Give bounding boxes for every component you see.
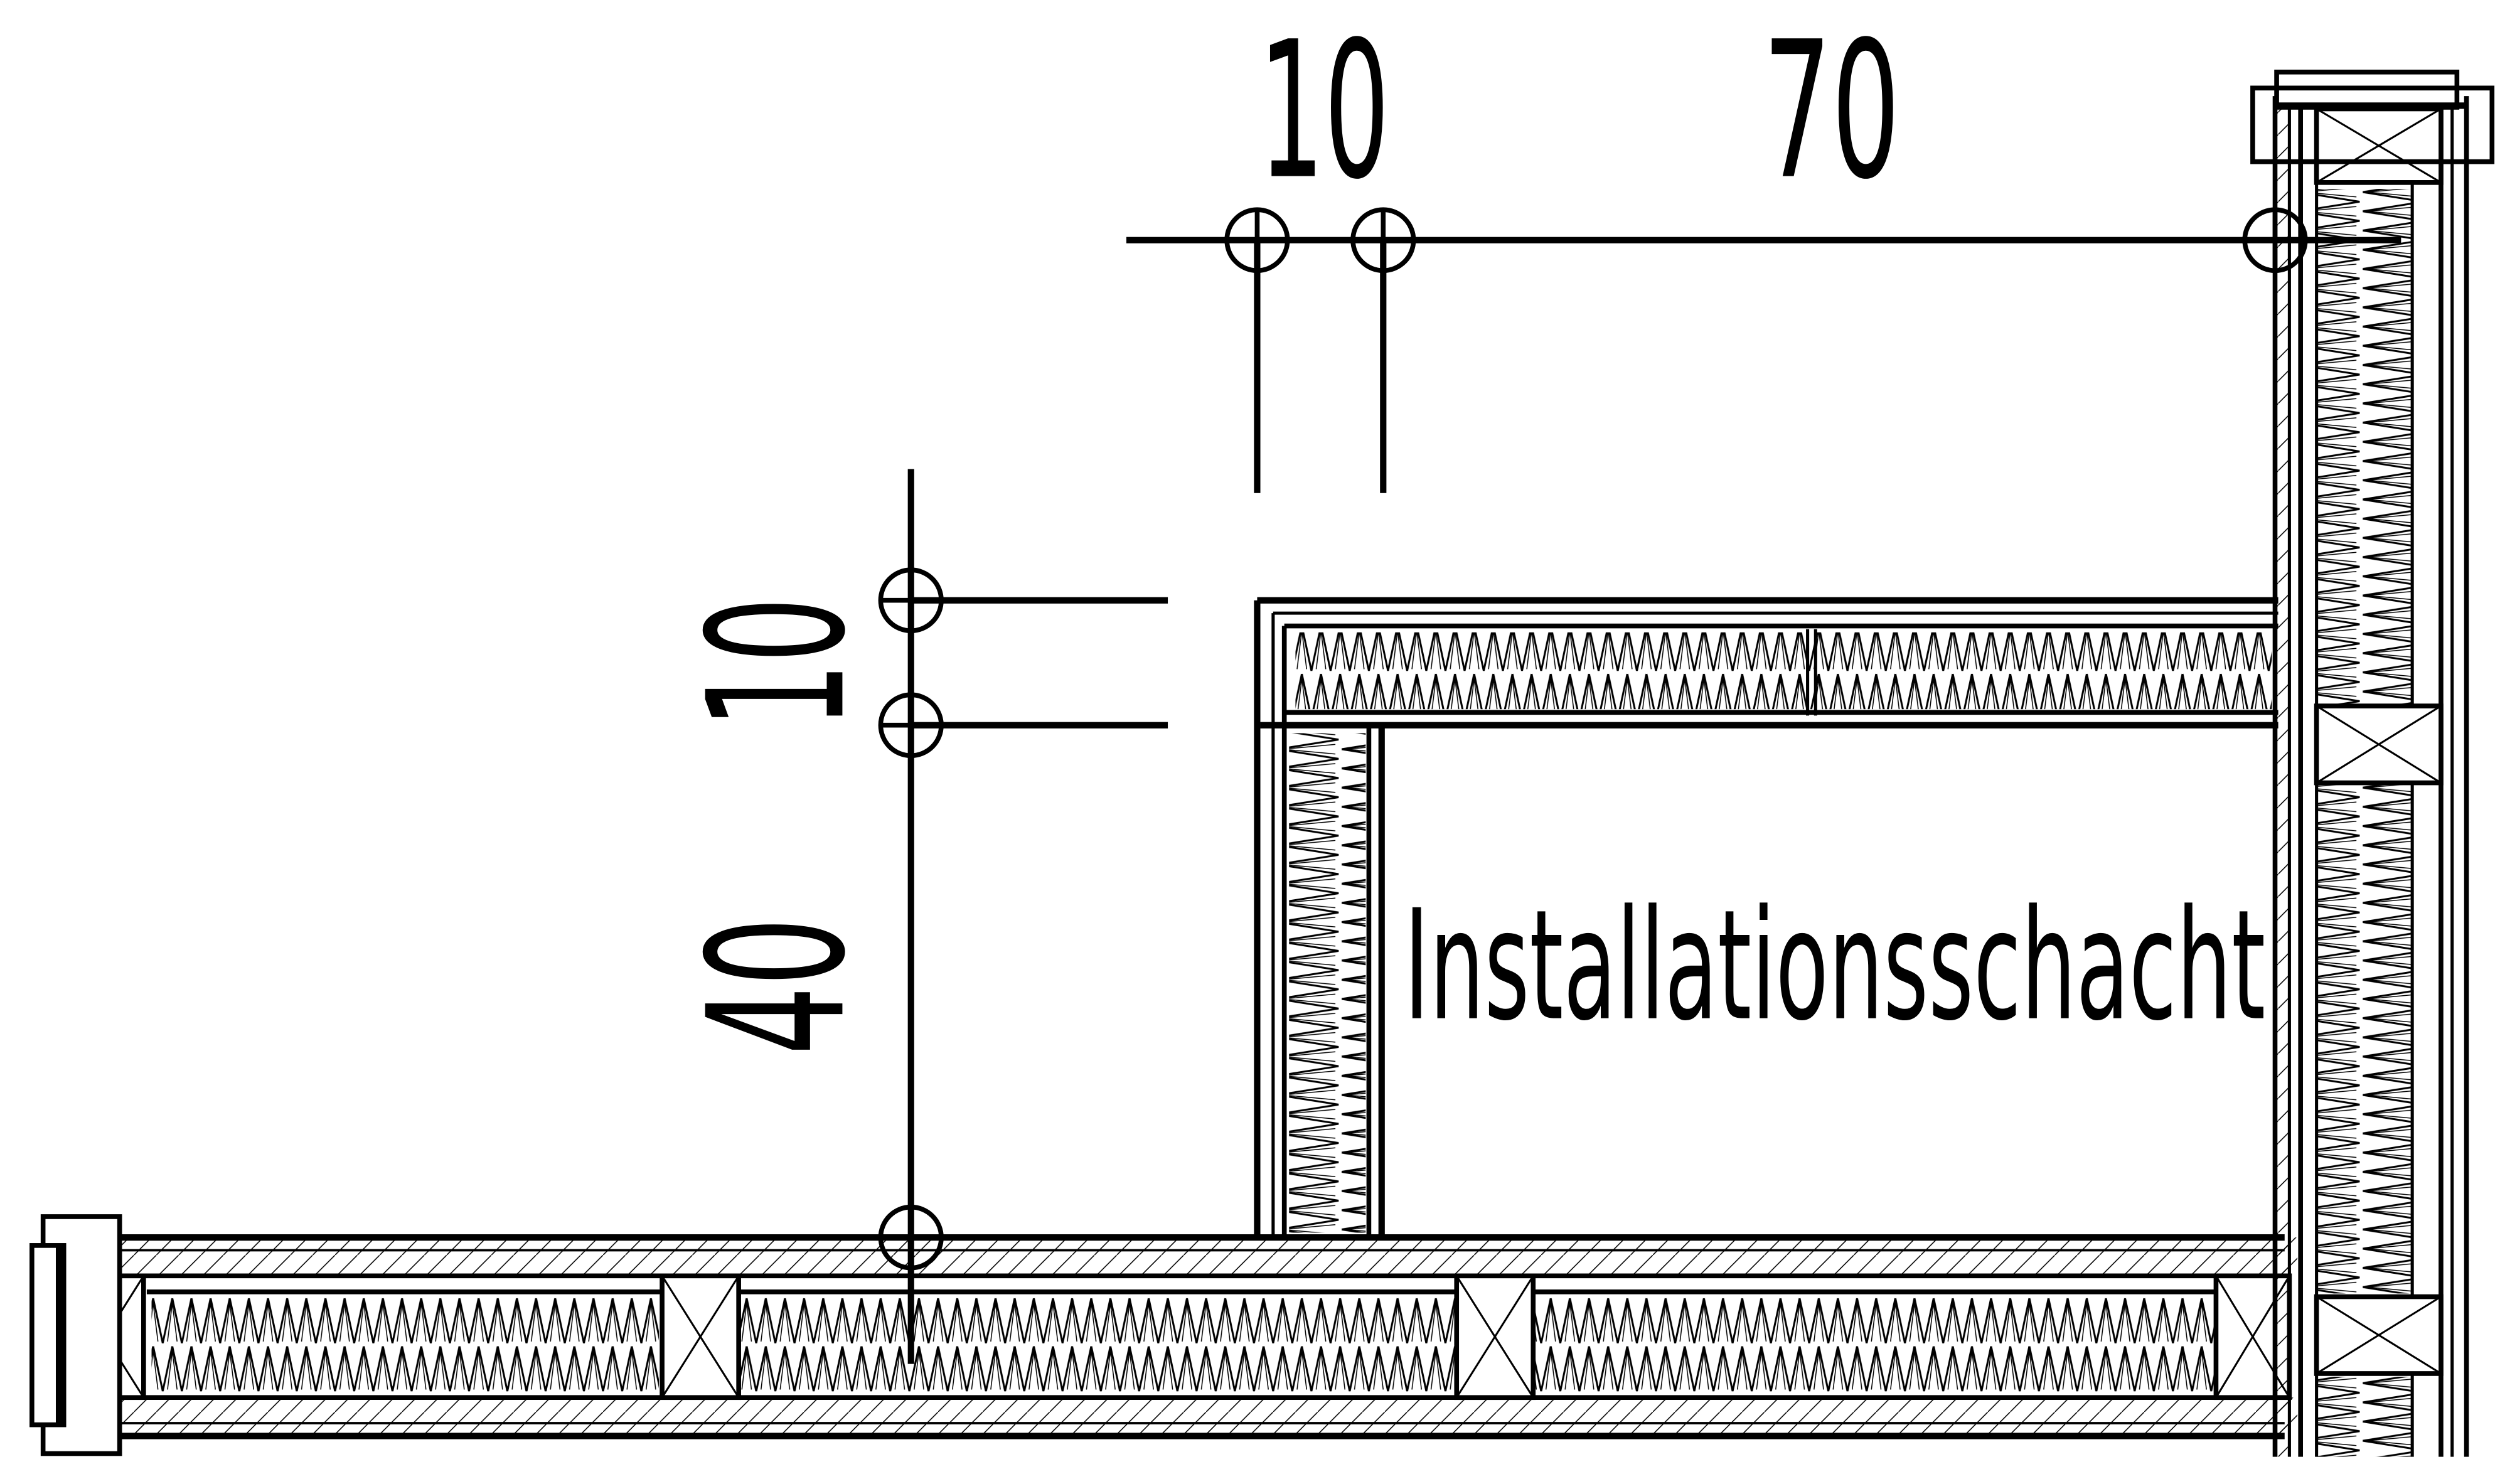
dimension-label: 10 — [668, 597, 887, 729]
room-label: Installationsschacht — [1404, 877, 2265, 1054]
dimension-marker — [1350, 207, 1416, 273]
dimension-marker — [1224, 207, 1290, 273]
dimension-marker — [878, 692, 944, 759]
horizontal-dimension: 10 70 — [1126, 1, 2401, 493]
dimension-label: 10 — [1259, 1, 1389, 221]
right-wall — [2250, 69, 2495, 1457]
dimension-marker — [878, 567, 944, 634]
stud — [660, 1273, 741, 1401]
stud — [2314, 106, 2444, 185]
dimension-marker — [2242, 207, 2308, 273]
dimension-label: 70 — [1763, 1, 1900, 221]
stud — [2314, 1294, 2444, 1376]
bottom-wall — [29, 1214, 2298, 1456]
dimension-marker — [878, 1204, 944, 1271]
stud — [1454, 1273, 1536, 1401]
dimension-label: 40 — [668, 917, 887, 1055]
shaft-top-wall — [1257, 597, 2278, 729]
stud — [2314, 703, 2444, 786]
shaft-left-wall — [1254, 600, 1385, 1238]
vertical-dimension: 10 40 — [668, 469, 1168, 1364]
